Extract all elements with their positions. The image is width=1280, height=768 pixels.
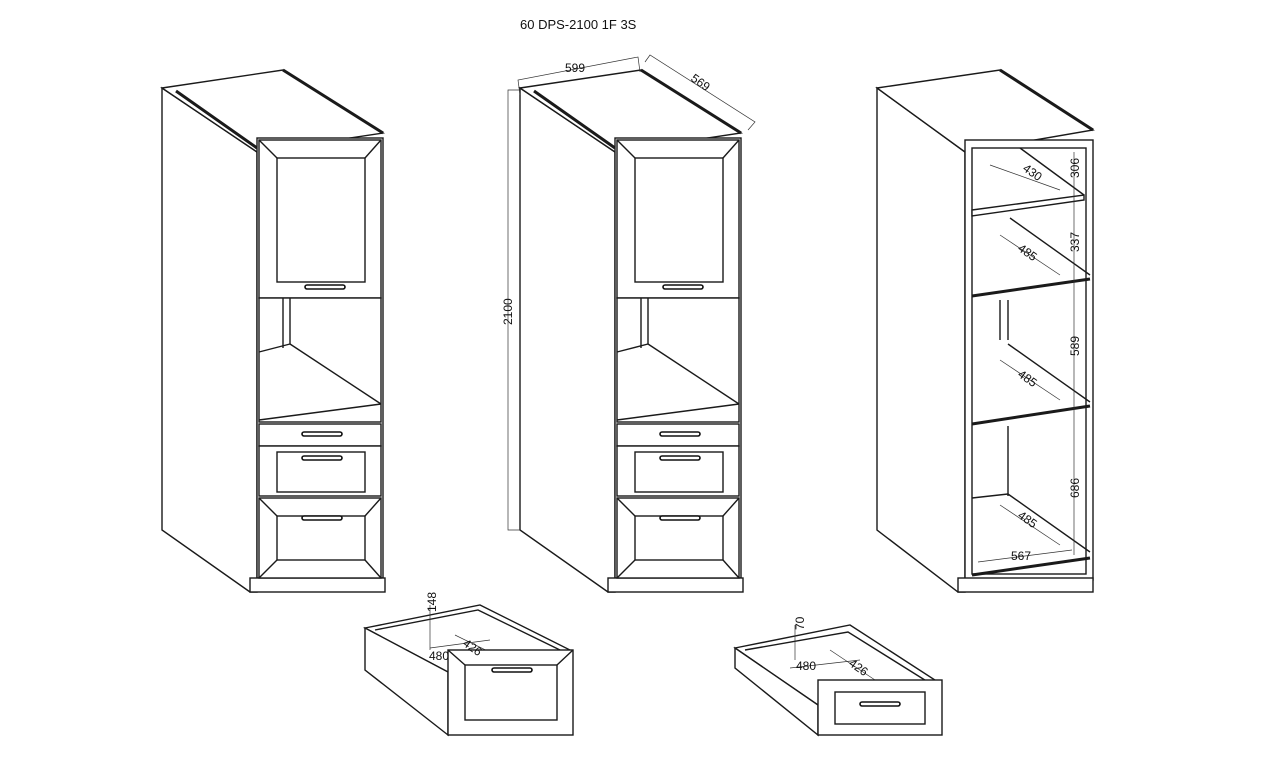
drawer-small-depth-label: 480 — [796, 659, 816, 673]
drawer-large-depth-label: 480 — [429, 649, 449, 663]
cabinet-front-view — [160, 68, 387, 594]
width-label: 599 — [565, 61, 585, 75]
gap-2-label: 337 — [1068, 232, 1082, 252]
drawer-small-height-label: 70 — [793, 616, 807, 630]
drawer-large-height-label: 148 — [425, 592, 439, 612]
drawer-large — [362, 604, 574, 737]
height-label: 2100 — [501, 298, 515, 325]
cabinet-carcass-view — [875, 68, 1095, 593]
depth-label: 569 — [688, 71, 713, 94]
gap-4-label: 686 — [1068, 478, 1082, 498]
cabinet-dimensioned-view — [518, 68, 745, 594]
product-title: 60 DPS-2100 1F 3S — [520, 17, 637, 32]
gap-1-label: 306 — [1068, 158, 1082, 178]
drawer-small — [733, 624, 943, 737]
gap-3-label: 589 — [1068, 336, 1082, 356]
inner-width-label: 567 — [1011, 549, 1031, 563]
dimension-lines — [507, 54, 756, 531]
